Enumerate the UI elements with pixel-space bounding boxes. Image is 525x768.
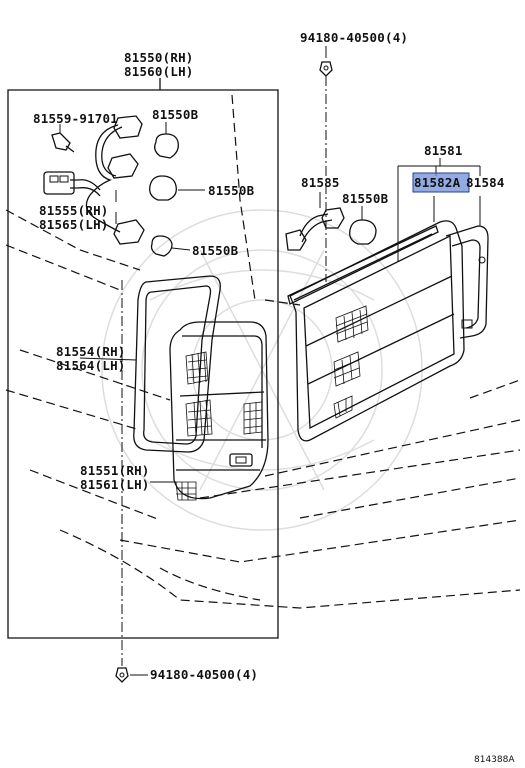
clip-top-part[interactable]: [319, 46, 333, 282]
bulb-3-part[interactable]: [150, 235, 191, 257]
label-bulb-3[interactable]: 81550B: [192, 243, 239, 258]
figure-code: 814388A: [474, 755, 515, 765]
label-lens-rh[interactable]: 81551(RH): [80, 463, 150, 478]
label-tail-lamp-rh[interactable]: 81550(RH): [124, 50, 194, 65]
back-lamp-lens-part[interactable]: [287, 196, 439, 305]
lens-hatching: [175, 351, 263, 501]
label-clip-top[interactable]: 94180-40500(4): [300, 30, 408, 45]
highlight-box: [412, 172, 470, 193]
label-bulb-1[interactable]: 81550B: [152, 107, 199, 122]
lens-part[interactable]: [150, 321, 269, 501]
label-back-lamp-lens[interactable]: 81582A: [414, 175, 461, 190]
label-clip-bottom[interactable]: 94180-40500(4): [150, 667, 258, 682]
bulb-2-part[interactable]: [149, 175, 205, 201]
label-socket-lh[interactable]: 81565(LH): [39, 217, 109, 232]
label-tail-lamp-lh[interactable]: 81560(LH): [124, 64, 194, 79]
label-screw[interactable]: 81559-91701: [33, 111, 118, 126]
bulb-1-part[interactable]: [154, 122, 179, 159]
label-gasket-rh[interactable]: 81554(RH): [56, 344, 126, 359]
label-socket-rh[interactable]: 81555(RH): [39, 203, 109, 218]
label-back-lamp-socket[interactable]: 81585: [301, 175, 340, 190]
socket-harness-part[interactable]: [43, 115, 145, 245]
bulb-4-part[interactable]: [349, 206, 377, 245]
screw-part[interactable]: [51, 124, 75, 153]
label-back-lamp-gasket[interactable]: 81584: [466, 175, 505, 190]
gasket-part[interactable]: [79, 275, 221, 453]
label-bulb-4[interactable]: 81550B: [342, 191, 389, 206]
clip-bottom-part[interactable]: [115, 280, 148, 683]
labels: 81550(RH) 81560(LH) 81559-91701 81550B 8…: [33, 30, 515, 765]
label-back-lamp-assy[interactable]: 81581: [424, 143, 463, 158]
back-lamp-socket-part[interactable]: [285, 192, 345, 251]
vehicle-body-outline: [5, 94, 521, 609]
label-gasket-lh[interactable]: 81564(LH): [56, 358, 126, 373]
back-lamp-housing-part[interactable]: [289, 196, 489, 442]
group-bracket-frame: [7, 78, 279, 639]
label-bulb-2[interactable]: 81550B: [208, 183, 255, 198]
label-lens-lh[interactable]: 81561(LH): [80, 477, 150, 492]
